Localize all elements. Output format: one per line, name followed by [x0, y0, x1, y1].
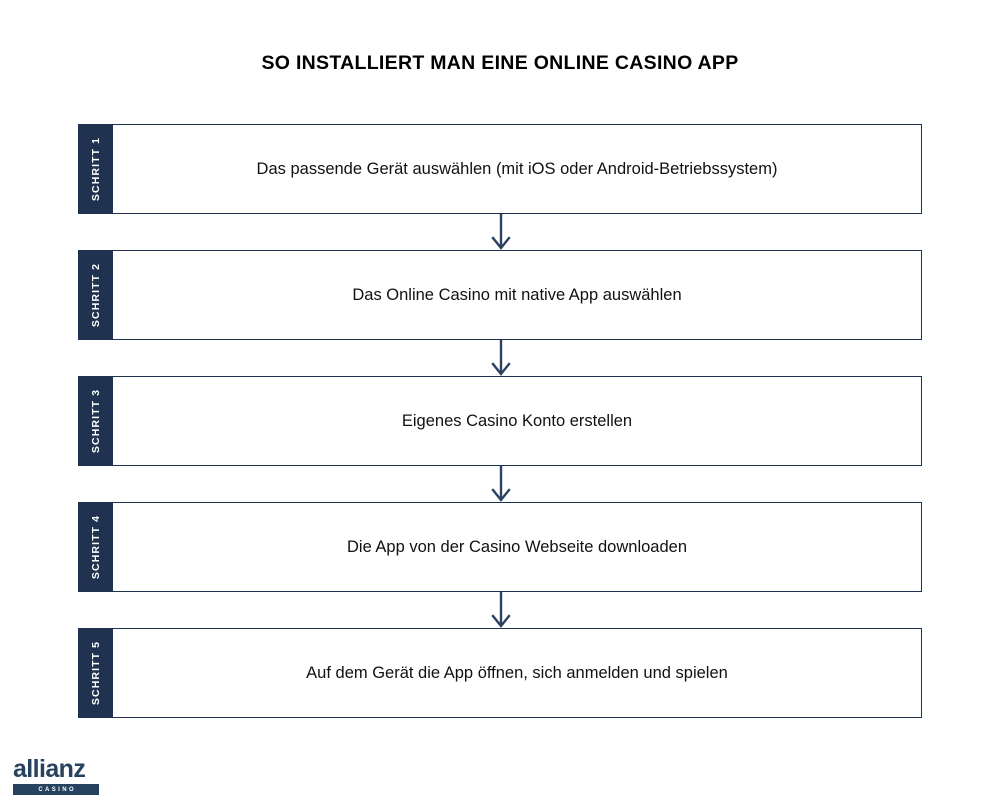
arrow-down-icon	[491, 466, 511, 502]
step-content: Auf dem Gerät die App öffnen, sich anmel…	[113, 628, 922, 718]
step-number-label: SCHRITT 5	[89, 640, 102, 706]
step-content: Das Online Casino mit native App auswähl…	[113, 250, 922, 340]
flow-connector	[78, 592, 922, 628]
step-number-tab: SCHRITT 3	[78, 376, 113, 466]
step-description: Auf dem Gerät die App öffnen, sich anmel…	[306, 663, 728, 682]
flow-connector	[78, 466, 922, 502]
step-number-tab: SCHRITT 4	[78, 502, 113, 592]
step-description: Die App von der Casino Webseite download…	[347, 537, 687, 556]
arrow-down-icon	[491, 214, 511, 250]
step-number-label: SCHRITT 1	[89, 136, 102, 202]
flow-connector	[78, 340, 922, 376]
step-description: Das passende Gerät auswählen (mit iOS od…	[256, 159, 778, 178]
step-box: SCHRITT 4 Die App von der Casino Webseite…	[78, 502, 922, 592]
logo-bar: CASINO	[13, 784, 99, 795]
step-number-label: SCHRITT 2	[89, 262, 102, 328]
step-description: Eigenes Casino Konto erstellen	[401, 411, 633, 430]
flow-connector	[78, 214, 922, 250]
step-box: SCHRITT 3 Eigenes Casino Konto erstellen	[78, 376, 922, 466]
arrow-down-icon	[491, 340, 511, 376]
step-box: SCHRITT 5 Auf dem Gerät die App öffnen, s…	[78, 628, 922, 718]
brand-logo: allianz CASINO	[13, 757, 99, 795]
arrow-down-icon	[491, 592, 511, 628]
page-title: SO INSTALLIERT MAN EINE ONLINE CASINO AP…	[261, 52, 739, 74]
logo-subtitle: CASINO	[38, 786, 77, 793]
step-description: Das Online Casino mit native App auswähl…	[352, 285, 682, 304]
step-number-tab: SCHRITT 5	[78, 628, 113, 718]
step-content: Das passende Gerät auswählen (mit iOS od…	[113, 124, 922, 214]
step-number-label: SCHRITT 4	[89, 514, 102, 580]
step-box: SCHRITT 1 Das passende Gerät auswählen (m…	[78, 124, 922, 214]
step-box: SCHRITT 2 Das Online Casino mit native Ap…	[78, 250, 922, 340]
step-content: Eigenes Casino Konto erstellen	[113, 376, 922, 466]
step-flow: SCHRITT 1 Das passende Gerät auswählen (m…	[78, 124, 922, 718]
step-content: Die App von der Casino Webseite download…	[113, 502, 922, 592]
step-number-tab: SCHRITT 1	[78, 124, 113, 214]
step-number-label: SCHRITT 3	[89, 388, 102, 454]
logo-wordmark: allianz	[13, 755, 86, 783]
step-number-tab: SCHRITT 2	[78, 250, 113, 340]
